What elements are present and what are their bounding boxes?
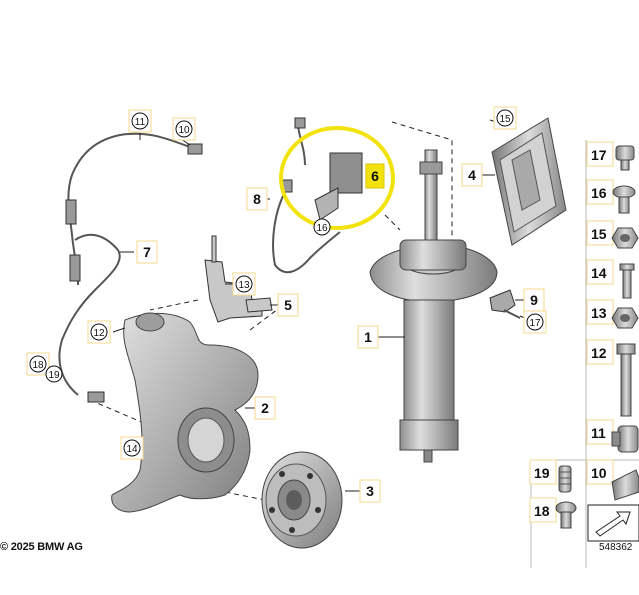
label-1[interactable]: 1 bbox=[357, 325, 379, 349]
svg-text:6: 6 bbox=[371, 168, 379, 184]
mount-bracket bbox=[489, 289, 521, 319]
label-13[interactable]: 13 bbox=[232, 272, 256, 296]
label-7[interactable]: 7 bbox=[136, 240, 158, 264]
panel-item-15[interactable]: 15 bbox=[586, 220, 639, 249]
sensor-head bbox=[87, 391, 105, 403]
svg-text:15: 15 bbox=[591, 226, 607, 242]
label-15[interactable]: 15 bbox=[493, 106, 517, 130]
fastener-panel: 17 16 15 14 13 bbox=[529, 140, 639, 568]
svg-text:19: 19 bbox=[48, 370, 60, 381]
label-12[interactable]: 12 bbox=[87, 320, 111, 344]
panel-item-19[interactable]: 19 bbox=[529, 459, 572, 493]
drawing-number: 548362 bbox=[599, 542, 633, 553]
label-14[interactable]: 14 bbox=[120, 436, 144, 460]
svg-text:11: 11 bbox=[135, 117, 146, 128]
label-18[interactable]: 18 bbox=[26, 352, 50, 376]
svg-text:8: 8 bbox=[253, 191, 261, 207]
label-8[interactable]: 8 bbox=[246, 187, 268, 211]
control-unit bbox=[491, 117, 567, 246]
svg-text:4: 4 bbox=[468, 167, 476, 183]
svg-text:19: 19 bbox=[534, 465, 550, 481]
svg-text:10: 10 bbox=[591, 465, 607, 481]
svg-text:15: 15 bbox=[499, 114, 511, 125]
panel-item-16[interactable]: 16 bbox=[586, 179, 636, 214]
wheel-hub bbox=[261, 451, 343, 549]
label-9[interactable]: 9 bbox=[523, 288, 545, 312]
label-19[interactable]: 19 bbox=[45, 365, 63, 383]
label-10[interactable]: 10 bbox=[172, 117, 196, 141]
svg-text:17: 17 bbox=[591, 147, 607, 163]
svg-text:7: 7 bbox=[143, 244, 151, 260]
height-sensor bbox=[272, 117, 363, 274]
svg-text:11: 11 bbox=[591, 425, 606, 441]
label-5[interactable]: 5 bbox=[277, 293, 299, 317]
circle-labels: 10 11 12 13 14 15 16 bbox=[26, 106, 547, 460]
svg-text:16: 16 bbox=[316, 223, 328, 234]
copyright-text: © 2025 BMW AG bbox=[0, 541, 83, 553]
panel-item-11[interactable]: 11 bbox=[586, 419, 639, 453]
arrow-icon bbox=[587, 504, 639, 542]
label-17[interactable]: 17 bbox=[523, 310, 547, 334]
panel-item-10[interactable]: 10 bbox=[586, 459, 639, 501]
svg-text:16: 16 bbox=[591, 185, 607, 201]
sensor-clip-lower bbox=[69, 254, 81, 282]
svg-text:10: 10 bbox=[178, 125, 190, 136]
label-3[interactable]: 3 bbox=[359, 479, 381, 503]
label-2[interactable]: 2 bbox=[254, 396, 276, 420]
steering-knuckle bbox=[111, 312, 259, 513]
panel-item-12[interactable]: 12 bbox=[586, 339, 636, 417]
shock-absorber bbox=[369, 149, 498, 463]
square-labels: 1 2 3 4 5 6 7 8 bbox=[136, 163, 545, 503]
svg-text:9: 9 bbox=[530, 292, 538, 308]
svg-text:3: 3 bbox=[366, 483, 374, 499]
panel-item-14[interactable]: 14 bbox=[586, 259, 635, 299]
panel-item-17[interactable]: 17 bbox=[586, 141, 635, 171]
svg-text:12: 12 bbox=[93, 328, 105, 339]
svg-text:12: 12 bbox=[591, 345, 607, 361]
svg-text:14: 14 bbox=[591, 265, 607, 281]
label-16[interactable]: 16 bbox=[313, 218, 331, 236]
panel-item-18[interactable]: 18 bbox=[529, 497, 577, 529]
label-6[interactable]: 6 bbox=[365, 163, 385, 189]
svg-text:5: 5 bbox=[284, 297, 292, 313]
panel-item-13[interactable]: 13 bbox=[586, 299, 639, 329]
svg-text:13: 13 bbox=[591, 305, 607, 321]
highlight-ring bbox=[279, 126, 395, 230]
svg-text:18: 18 bbox=[534, 503, 550, 519]
label-11[interactable]: 11 bbox=[128, 109, 152, 133]
svg-text:14: 14 bbox=[126, 444, 138, 455]
svg-text:1: 1 bbox=[364, 329, 372, 345]
label-4[interactable]: 4 bbox=[461, 163, 483, 187]
svg-text:13: 13 bbox=[238, 280, 250, 291]
sensor-plug bbox=[187, 143, 203, 155]
wear-sensor-cable bbox=[58, 132, 199, 396]
svg-text:2: 2 bbox=[261, 400, 269, 416]
svg-text:17: 17 bbox=[529, 318, 541, 329]
sensor-clip bbox=[65, 199, 77, 225]
svg-text:18: 18 bbox=[32, 360, 44, 371]
